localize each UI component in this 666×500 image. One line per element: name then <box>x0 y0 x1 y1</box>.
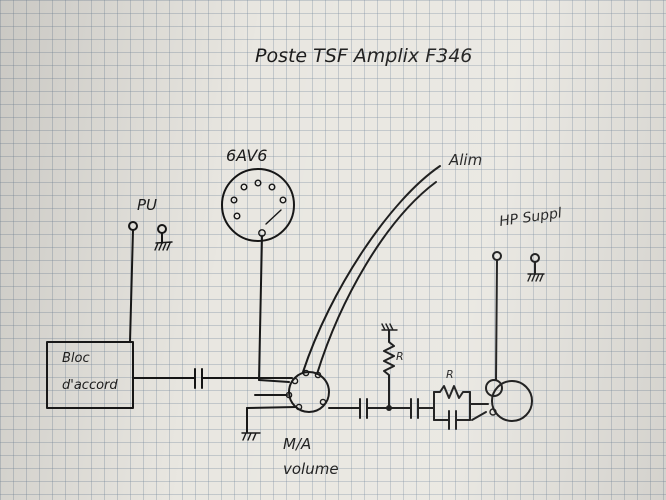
switch-label: M/A <box>283 435 311 453</box>
rc-parallel-network <box>433 385 489 430</box>
pu-ground-symbol <box>154 224 173 251</box>
hp-suppl-label: HP Suppl <box>498 205 563 230</box>
hp-suppl-terminal <box>492 251 502 381</box>
resistor-vertical-label: R <box>396 350 404 363</box>
resistor-horizontal-label: R <box>446 368 454 381</box>
coupling-capacitor-3 <box>410 398 419 419</box>
alim-cable <box>302 165 441 375</box>
bloc-label-line1: Bloc <box>62 351 90 366</box>
tube-6av6-socket <box>221 168 295 381</box>
resistor-ground-symbol <box>381 323 398 331</box>
coupling-capacitor-1 <box>194 368 203 389</box>
bloc-accord-box: Bloc d'accord <box>46 341 134 409</box>
bloc-label-line2: d'accord <box>62 378 118 393</box>
switch-ground-symbol <box>241 407 261 441</box>
diagram-title: Poste TSF Amplix F346 <box>255 45 472 67</box>
tube-label: 6AV6 <box>226 146 267 165</box>
volume-switch-pot <box>246 369 330 413</box>
hp-output-socket <box>471 379 533 422</box>
volume-label: volume <box>283 460 339 478</box>
alim-label: Alim <box>448 151 482 169</box>
pu-input-terminal <box>128 221 138 343</box>
hp-ground-symbol <box>527 253 545 282</box>
coupling-capacitor-2 <box>359 398 368 419</box>
pu-label: PU <box>137 196 157 214</box>
vertical-resistor <box>383 329 395 411</box>
